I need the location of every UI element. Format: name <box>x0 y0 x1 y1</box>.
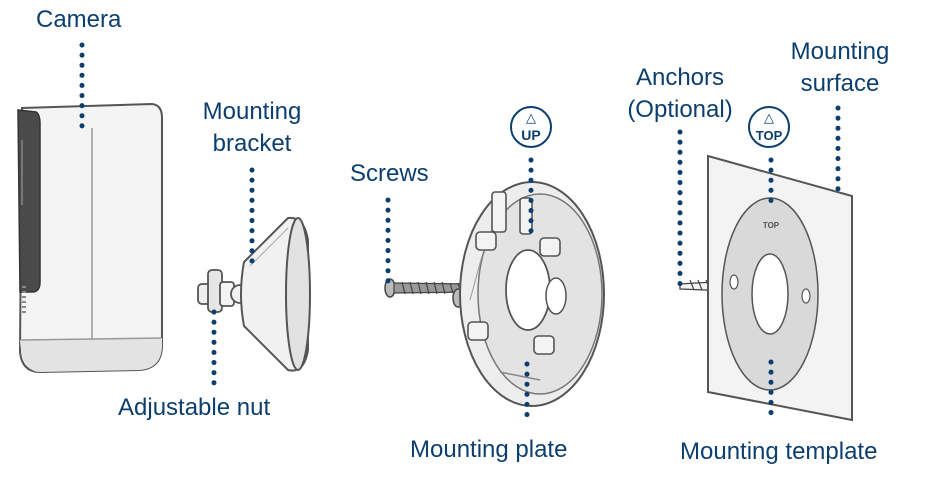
label-mounting-surface-line2: surface <box>800 70 880 97</box>
up-badge-arrow: △ <box>526 111 536 126</box>
label-adjustable-nut: Adjustable nut <box>118 394 271 421</box>
label-camera: Camera <box>36 6 122 33</box>
camera-body <box>17 102 163 374</box>
label-mounting-bracket-line2: bracket <box>212 130 292 157</box>
up-badge-label: UP <box>521 127 540 143</box>
label-screws: Screws <box>350 160 429 187</box>
template-top-imprint: TOP <box>763 221 780 230</box>
up-badge: △ UP <box>510 106 552 148</box>
label-anchors-line2: (Optional) <box>627 96 733 123</box>
label-mounting-bracket: Mounting bracket <box>186 98 318 158</box>
label-mounting-plate: Mounting plate <box>410 436 568 463</box>
label-mounting-bracket-line1: Mounting <box>202 98 302 125</box>
mounting-template <box>721 197 819 391</box>
mounting-bracket <box>197 216 311 372</box>
top-badge-arrow: △ <box>764 111 774 126</box>
label-anchors: Anchors (Optional) <box>612 64 748 124</box>
label-mounting-template: Mounting template <box>680 438 878 465</box>
top-badge: △ TOP <box>748 106 790 148</box>
mounting-plate <box>459 181 605 407</box>
label-mounting-surface: Mounting surface <box>776 38 904 98</box>
label-mounting-surface-line1: Mounting <box>790 38 890 65</box>
top-badge-label: TOP <box>756 128 783 143</box>
label-anchors-line1: Anchors <box>635 64 725 91</box>
